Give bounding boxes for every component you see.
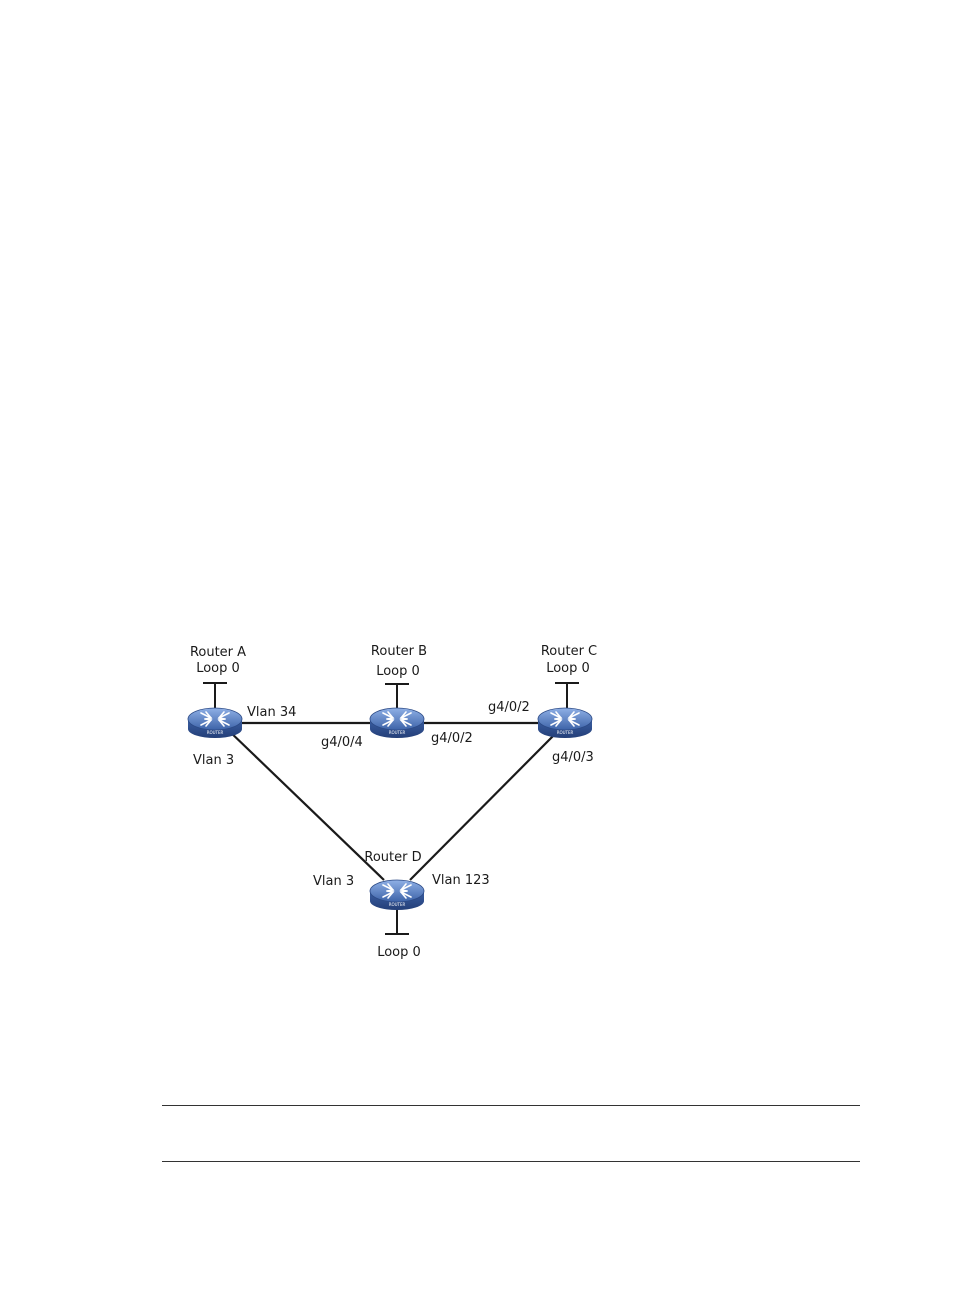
router-d-name: Router D bbox=[364, 850, 421, 865]
router-d-loopback: Loop 0 bbox=[377, 945, 421, 960]
router-b-port-g402: g4/0/2 bbox=[431, 731, 473, 746]
router-c-port-g402: g4/0/2 bbox=[488, 700, 530, 715]
router-c bbox=[537, 707, 593, 739]
router-d-port-vlan3: Vlan 3 bbox=[313, 874, 354, 889]
router-icon bbox=[537, 707, 593, 739]
router-b bbox=[369, 707, 425, 739]
router-b-loopback: Loop 0 bbox=[376, 664, 420, 679]
router-b-port-g404: g4/0/4 bbox=[321, 735, 363, 750]
loopback-stubs bbox=[203, 682, 579, 935]
router-a-loopback: Loop 0 bbox=[196, 661, 240, 676]
router-icon bbox=[369, 879, 425, 911]
router-a-port-vlan3: Vlan 3 bbox=[193, 753, 234, 768]
router-c-loopback: Loop 0 bbox=[546, 661, 590, 676]
router-a-name: Router A bbox=[190, 645, 246, 660]
router-d bbox=[369, 879, 425, 911]
links bbox=[225, 721, 560, 881]
router-icon bbox=[187, 707, 243, 739]
router-icon bbox=[369, 707, 425, 739]
router-c-name: Router C bbox=[541, 644, 597, 659]
link-a-d bbox=[225, 727, 385, 881]
link-c-d bbox=[409, 729, 560, 881]
router-a-port-vlan34: Vlan 34 bbox=[247, 705, 296, 720]
router-c-port-g403: g4/0/3 bbox=[552, 750, 594, 765]
router-b-name: Router B bbox=[371, 644, 427, 659]
note-top-rule bbox=[162, 1105, 860, 1106]
router-a bbox=[187, 707, 243, 739]
note-bottom-rule bbox=[162, 1161, 860, 1162]
router-d-port-vlan123: Vlan 123 bbox=[432, 873, 490, 888]
